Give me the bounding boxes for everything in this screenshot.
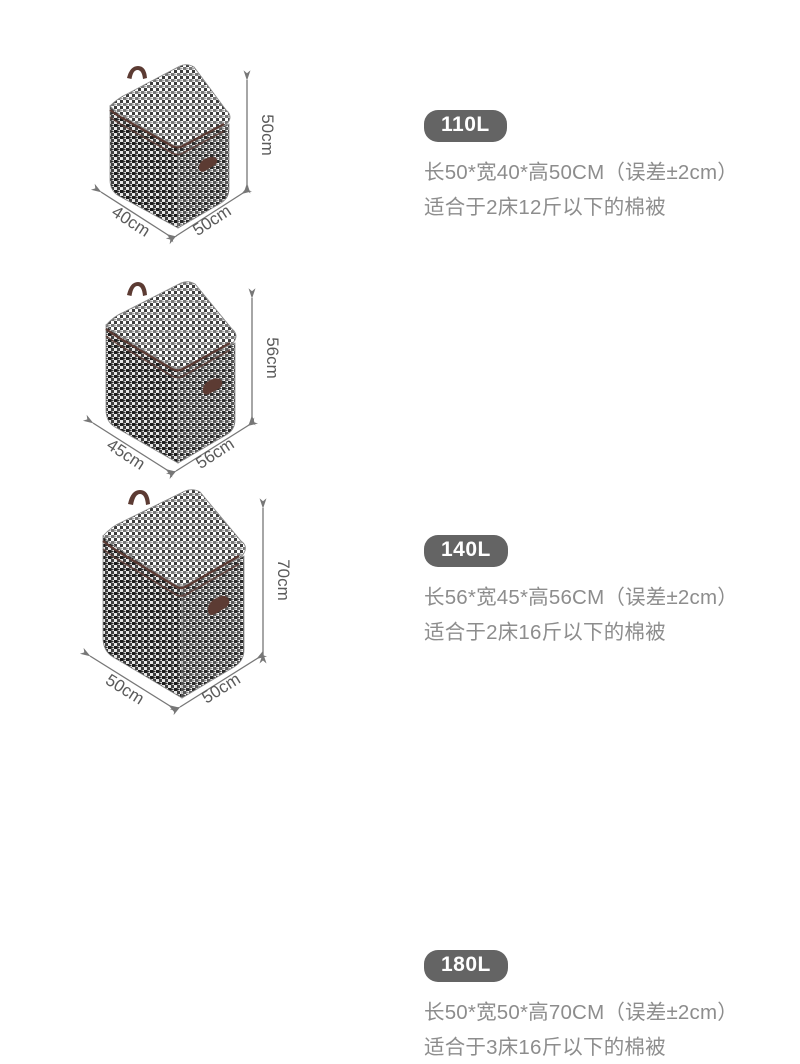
top-handle-icon	[128, 490, 150, 505]
top-handle-icon	[127, 66, 147, 79]
product-illustration-180l: 70cm 50cm 50cm	[0, 460, 420, 720]
width-label-180l: 50cm	[102, 670, 147, 708]
capacity-badge: 110L	[424, 110, 507, 143]
top-handle-icon	[127, 282, 147, 296]
side-handle-icon	[207, 595, 230, 616]
capacity-badge: 140L	[424, 535, 508, 568]
size-line: 长50*宽50*高70CM（误差±2cm）	[424, 1001, 738, 1025]
dimension-annotations-110l	[90, 70, 253, 245]
spec-row: 56cm 45cm 56cm 140L 长56*宽45*高56CM（误差±2cm…	[0, 255, 800, 644]
capacity-badge: 180L	[424, 950, 508, 983]
spec-text-140l: 140L 长56*宽45*高56CM（误差±2cm） 适合于2床16斤以下的棉被	[424, 535, 800, 649]
side-handle-icon	[202, 378, 223, 395]
dimension-annotations-140l	[82, 288, 259, 480]
dimension-annotations-180l	[79, 498, 268, 716]
capacity-line: 适合于2床16斤以下的棉被	[424, 621, 666, 645]
bag-body-180l	[102, 489, 246, 699]
size-line: 长56*宽45*高56CM（误差±2cm）	[424, 586, 738, 610]
spec-text-110l: 110L 长50*宽40*高50CM（误差±2cm） 适合于2床12斤以下的棉被	[424, 110, 800, 224]
bag-body-110l	[109, 64, 231, 229]
capacity-line: 适合于3床16斤以下的棉被	[424, 1036, 666, 1060]
side-handle-icon	[198, 156, 218, 172]
height-label-180l: 70cm	[274, 559, 293, 601]
spec-row: 70cm 50cm 50cm 180L 长50*宽50*高70CM（误差±2cm…	[0, 460, 800, 1059]
size-line: 长50*宽40*高50CM（误差±2cm）	[424, 161, 738, 185]
product-illustration-110l: 50cm 40cm 50cm	[0, 40, 420, 270]
height-label-110l: 50cm	[258, 114, 277, 156]
bag-body-140l	[105, 281, 237, 464]
capacity-line: 适合于2床12斤以下的棉被	[424, 196, 666, 220]
spec-row: 50cm 40cm 50cm 110L 长50*宽40*高50CM（误差±2cm…	[0, 40, 800, 270]
product-spec-sheet: 50cm 40cm 50cm 110L 长50*宽40*高50CM（误差±2cm…	[0, 40, 800, 1059]
product-illustration-140l: 56cm 45cm 56cm	[0, 255, 420, 485]
height-label-140l: 56cm	[263, 337, 282, 379]
spec-text-180l: 180L 长50*宽50*高70CM（误差±2cm） 适合于3床16斤以下的棉被	[424, 950, 800, 1064]
